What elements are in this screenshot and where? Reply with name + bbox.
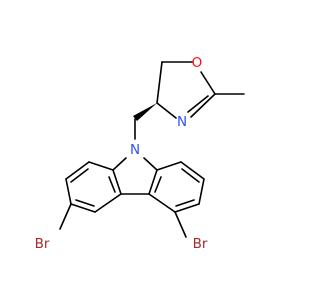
bond-n-c8a <box>143 157 158 171</box>
atom-label-bromine-right: Br <box>193 236 208 252</box>
bond-r3 <box>198 178 205 205</box>
bond-l1 <box>88 161 114 171</box>
atom-label-oxygen: O <box>192 55 203 71</box>
bond-c8a-c4b <box>148 169 158 195</box>
bond-n-c9a <box>112 157 127 171</box>
bond-l2-inner <box>70 168 89 183</box>
bond-n-c4 <box>156 102 177 119</box>
atom-label-nitrogen-oxazoline: N <box>177 114 187 130</box>
bond-l-br <box>59 203 72 230</box>
bond-c2-n-outer <box>190 93 216 118</box>
bond-r2 <box>180 161 205 180</box>
atom-label-bromine-left: Br <box>35 236 50 252</box>
bond-c4-c5 <box>156 61 163 104</box>
carbazole-pyrrole-ring <box>112 157 158 195</box>
bond-r2-inner <box>181 168 200 183</box>
bond-r4 <box>174 203 200 213</box>
bond-l2 <box>65 161 90 180</box>
bond-r6-inner <box>154 176 162 193</box>
bond-c9a-c4a <box>112 169 122 195</box>
atom-label-nitrogen-carbazole: N <box>130 142 140 158</box>
left-benzene-ring <box>59 161 122 230</box>
right-benzene-ring <box>148 161 205 238</box>
bond-r4-inner <box>175 199 195 207</box>
bond-l3 <box>65 178 72 205</box>
bond-r5 <box>148 193 176 213</box>
molecule-canvas: O N N Br Br <box>34 55 245 252</box>
bond-c2-n-inner <box>187 95 209 113</box>
bond-l5 <box>94 193 122 213</box>
oxazoline-ring <box>156 61 245 119</box>
bond-r1 <box>156 161 182 171</box>
bond-l4-inner <box>75 199 95 207</box>
bond-l6-inner <box>108 176 116 193</box>
bond-o-c2 <box>200 71 216 95</box>
stereo-wedge-bond <box>133 103 157 121</box>
structure-diagram: O N N Br Br <box>35 55 245 252</box>
bond-l4 <box>70 203 96 213</box>
bond-r-br <box>174 211 187 238</box>
